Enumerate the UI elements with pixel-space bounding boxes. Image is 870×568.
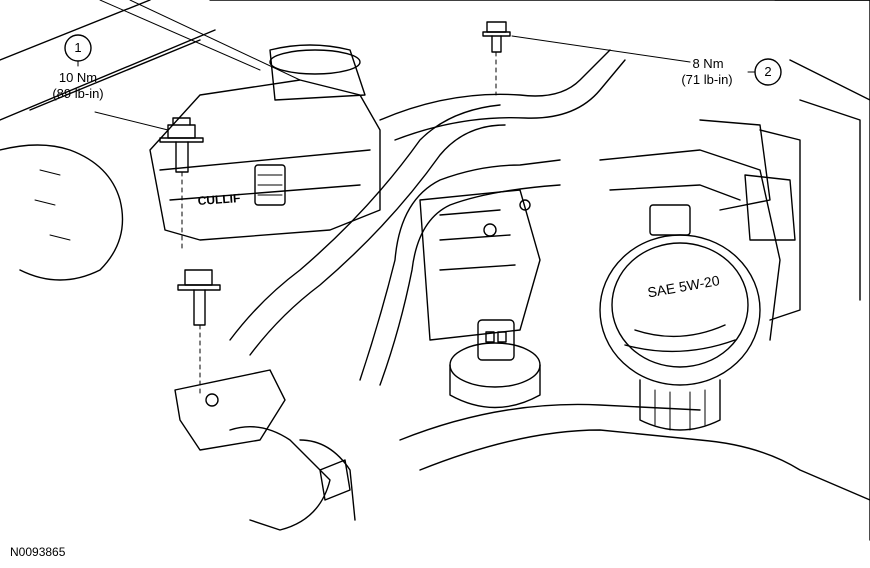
reservoir-mark: CULLIF: [197, 191, 241, 208]
callout-2-torque-nm: 8 Nm: [692, 56, 724, 71]
callout-1-torque-nm: 10 Nm: [58, 70, 98, 85]
callout-2-torque-lbin: (71 lb-in): [681, 72, 733, 87]
bolt-lower: [177, 269, 221, 396]
fender-panel: [0, 0, 870, 281]
figure-id: N0093865: [10, 545, 66, 559]
bolt-callout-2: [482, 21, 511, 96]
callout-2-marker: [511, 35, 782, 86]
callout-1-marker: [64, 34, 169, 131]
sensor-connector: [449, 319, 541, 409]
oil-filler-cap: [599, 234, 761, 431]
intake-components: [419, 189, 541, 341]
oil-cap-label: SAE 5W-20: [646, 272, 721, 300]
intake-manifold: [599, 149, 796, 341]
callout-1-number: 1: [74, 40, 82, 55]
callout-2-number: 2: [764, 64, 772, 79]
hose-assembly: [229, 49, 870, 501]
coolant-reservoir: [149, 44, 381, 241]
lower-bracket: [174, 369, 356, 531]
bolt-upper: [159, 117, 204, 251]
right-bracket: [699, 0, 870, 541]
callout-1-torque-lbin: (89 lb-in): [52, 86, 104, 101]
